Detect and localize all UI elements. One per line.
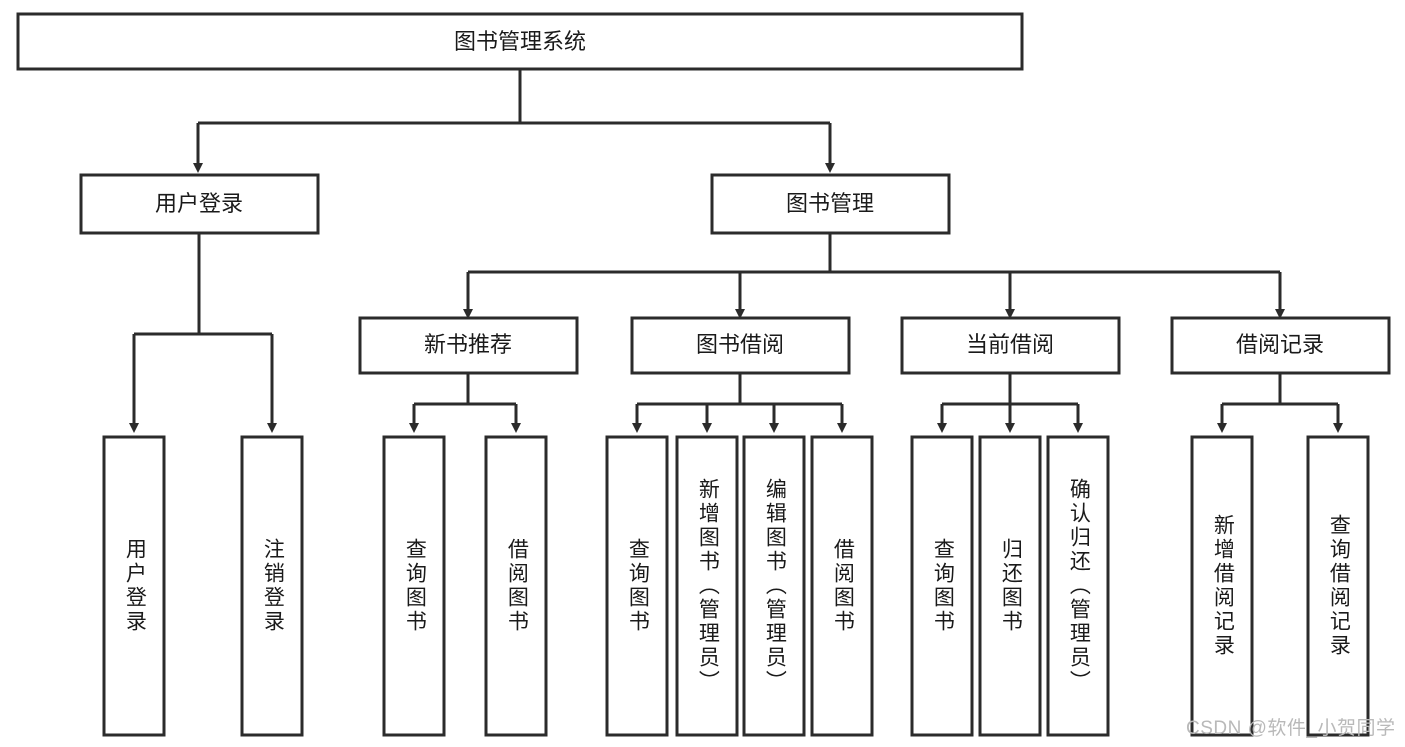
node-label-new-book-recommend: 新书推荐 <box>424 332 512 357</box>
node-box-book-borrow[interactable] <box>630 316 851 375</box>
watermark-text: CSDN @软件_小贺同学 <box>1186 718 1396 739</box>
leaf-box-borrow-record-2[interactable] <box>1306 435 1370 737</box>
leaf-box-new-book-1[interactable] <box>382 435 446 737</box>
node-box-borrow-record[interactable] <box>1170 316 1391 375</box>
leaf-box-current-borrow-3[interactable] <box>1046 435 1110 737</box>
node-label-root: 图书管理系统 <box>454 29 586 54</box>
leaf-box-book-borrow-1[interactable] <box>605 435 669 737</box>
leaf-box-current-borrow-2[interactable] <box>978 435 1042 737</box>
node-box-new-book-recommend[interactable] <box>358 316 579 375</box>
nodes-group: 图书管理系统 用户登录 图书管理 新书推荐 图书借阅 当前借阅 借阅记录 <box>16 12 1391 737</box>
node-box-book-manage[interactable] <box>710 173 951 235</box>
node-box-current-borrow[interactable] <box>900 316 1121 375</box>
edges-group <box>129 69 1343 433</box>
leaf-box-user-login-2[interactable] <box>240 435 304 737</box>
node-label-borrow-record: 借阅记录 <box>1236 332 1324 357</box>
leaf-box-new-book-2[interactable] <box>484 435 548 737</box>
leaf-box-book-borrow-3[interactable] <box>742 435 806 737</box>
node-label-book-manage: 图书管理 <box>786 191 874 216</box>
leaf-box-book-borrow-2[interactable] <box>675 435 739 737</box>
node-label-current-borrow: 当前借阅 <box>966 332 1054 357</box>
leaf-box-current-borrow-1[interactable] <box>910 435 974 737</box>
leaf-box-user-login-1[interactable] <box>102 435 166 737</box>
leaf-box-borrow-record-1[interactable] <box>1190 435 1254 737</box>
node-label-book-borrow: 图书借阅 <box>696 332 784 357</box>
node-label-user-login: 用户登录 <box>155 191 243 216</box>
leaf-box-book-borrow-4[interactable] <box>810 435 874 737</box>
node-box-user-login[interactable] <box>79 173 320 235</box>
node-box-root[interactable] <box>16 12 1024 71</box>
